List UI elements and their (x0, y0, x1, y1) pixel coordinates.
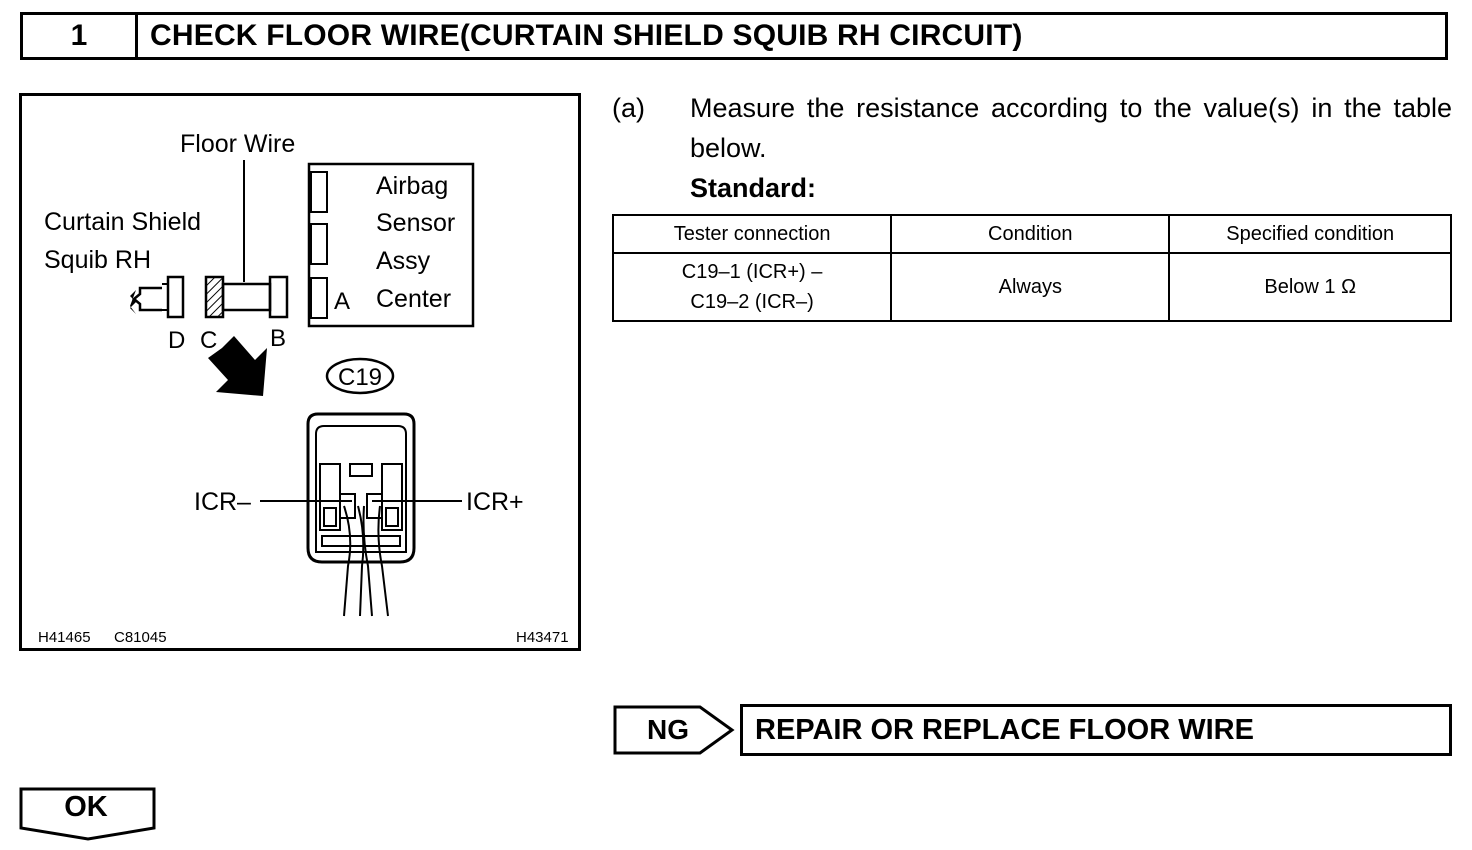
wiring-diagram: Floor Wire Curtain Shield Squib RH Airba… (38, 130, 569, 646)
spec-table: Tester connection Condition Specified co… (611, 214, 1452, 322)
cell-tester-connection: C19–1 (ICR+) – C19–2 (ICR–) (611, 252, 893, 322)
squib-label-line2: Squib RH (44, 246, 151, 274)
figure-code-left1: H41465 (38, 629, 91, 646)
squib-label-line1: Curtain Shield (44, 208, 201, 236)
connector-a-label: A (334, 288, 350, 315)
sensor-label-line2: Sensor (376, 209, 455, 237)
instruction-text: Measure the resistance according to the … (690, 93, 1452, 163)
connector-b-label: B (270, 325, 286, 352)
tester-line2: C19–2 (ICR–) (690, 291, 814, 313)
floor-wire-label: Floor Wire (180, 130, 295, 158)
step-number: 1 (23, 15, 138, 57)
connector-c-label: C (200, 327, 217, 354)
sensor-slot-a (310, 277, 328, 319)
header-condition: Condition (890, 214, 1171, 254)
connector-b (268, 275, 289, 319)
instruction-marker: (a) (612, 93, 645, 123)
wiring-figure: Floor Wire Curtain Shield Squib RH Airba… (19, 93, 581, 651)
squib-tail (130, 290, 136, 314)
sensor-slot-1 (310, 171, 328, 213)
icr-plus-label: ICR+ (466, 488, 524, 516)
header-tester-connection: Tester connection (611, 214, 893, 254)
sensor-slot-2 (310, 223, 328, 265)
cell-condition: Always (890, 252, 1171, 322)
ok-label: OK (64, 790, 108, 823)
ng-arrow-box (613, 705, 735, 755)
connector-d (166, 275, 185, 319)
figure-code-left2: C81045 (114, 629, 167, 646)
standard-label: Standard: (690, 173, 817, 203)
connector-id-oval (325, 357, 395, 395)
step-header: 1 CHECK FLOOR WIRE(CURTAIN SHIELD SQUIB … (20, 12, 1448, 60)
ng-label: NG (647, 714, 689, 745)
sensor-label-line4: Center (376, 285, 451, 313)
sensor-label-line3: Assy (376, 247, 431, 275)
table-row: C19–1 (ICR+) – C19–2 (ICR–) Always Below… (611, 252, 1452, 322)
connector-d-label: D (168, 327, 185, 354)
squib-plug (132, 286, 162, 312)
step-title: CHECK FLOOR WIRE(CURTAIN SHIELD SQUIB RH… (150, 19, 1023, 52)
airbag-sensor-box (307, 162, 475, 328)
sensor-label-line1: Airbag (376, 172, 448, 200)
figure-code-right: H43471 (516, 629, 569, 646)
icr-minus-label: ICR– (194, 488, 251, 516)
tester-line1: C19–1 (ICR+) – (681, 261, 823, 283)
pointer-arrow (208, 336, 267, 396)
ok-arrow-box (19, 787, 156, 841)
ng-action: REPAIR OR REPLACE FLOOR WIRE (740, 704, 1452, 756)
table-header-row: Tester connection Condition Specified co… (611, 214, 1452, 254)
connector-c19-face (306, 412, 416, 564)
floor-wire-body (221, 282, 272, 312)
cell-specified-condition: Below 1 Ω (1168, 252, 1452, 322)
ng-result: NG REPAIR OR REPLACE FLOOR WIRE (612, 704, 1452, 756)
header-specified-condition: Specified condition (1168, 214, 1452, 254)
ok-result: OK (18, 786, 158, 842)
connector-c (204, 275, 225, 319)
connector-id-label: C19 (338, 364, 382, 391)
connector-wires (343, 505, 389, 617)
